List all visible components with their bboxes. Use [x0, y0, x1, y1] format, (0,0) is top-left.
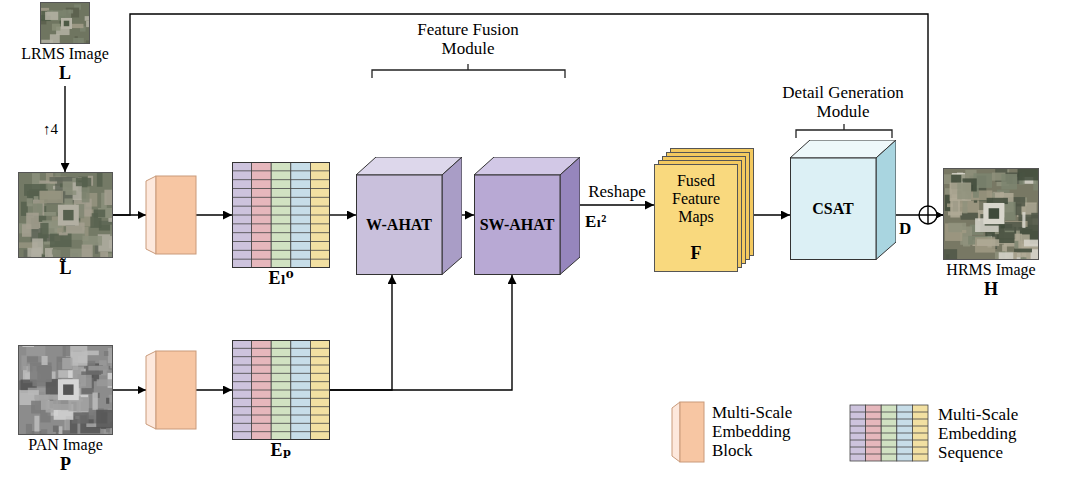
text-label: Feature Fusion Module [403, 20, 533, 58]
block-name: CSAT [812, 200, 854, 218]
transformer-block: SW-AHAT [474, 157, 580, 275]
connector [580, 204, 654, 205]
text-label: Eₗ² [585, 212, 606, 231]
block-name: Fused Feature Maps [657, 172, 735, 226]
legend-sequence-sample [850, 405, 928, 461]
symbol-label: L̃ [18, 258, 113, 279]
connector [64, 86, 65, 172]
image-panel: L̃ [18, 172, 113, 279]
image-panel: PAN ImageP [18, 345, 113, 475]
legend-text: Multi-Scale Embedding Block [712, 403, 812, 460]
block-name: W-AHAT [366, 216, 432, 234]
embedding-block [138, 176, 196, 254]
symbol-label: F [691, 243, 702, 264]
image-picture [40, 2, 90, 44]
sequence-grid [232, 162, 330, 268]
connector [330, 275, 512, 390]
block-name: SW-AHAT [480, 216, 555, 234]
connector [330, 275, 392, 390]
symbol-label: L [12, 63, 118, 84]
edge-label: D [899, 219, 911, 238]
legend-block-sample [672, 402, 704, 462]
transformer-block: CSAT [790, 140, 896, 260]
embedding-sequence: Eₗ⁰ [232, 162, 330, 289]
symbol-label: Eₚ [232, 440, 330, 461]
text-label: Detail Generation Module [768, 83, 918, 121]
symbol-label: Eₗ⁰ [232, 268, 330, 289]
image-picture [18, 345, 113, 435]
feature-maps-stack: Fused Feature MapsF [654, 148, 754, 272]
module-bracket [372, 64, 565, 78]
connector [330, 214, 356, 215]
image-caption: HRMS Image [936, 260, 1046, 279]
sequence-grid [232, 340, 330, 440]
edge-label: Reshape [588, 182, 646, 201]
image-caption: PAN Image [18, 435, 113, 454]
embedding-block [138, 351, 196, 429]
image-panel: LRMS ImageL [12, 2, 118, 84]
sum-symbol [919, 206, 937, 224]
connector [462, 214, 474, 215]
embedding-sequence: Eₚ [232, 340, 330, 461]
module-bracket [796, 124, 892, 138]
symbol-label: H [936, 279, 1046, 300]
image-caption: LRMS Image [12, 44, 118, 63]
image-picture [943, 168, 1039, 260]
symbol-label: P [18, 454, 113, 475]
connector [754, 214, 790, 215]
image-picture [18, 172, 113, 258]
transformer-block: W-AHAT [356, 157, 462, 275]
image-panel: HRMS ImageH [936, 168, 1046, 300]
legend-text: Multi-Scale Embedding Sequence [938, 405, 1050, 462]
edge-label: ↑4 [43, 120, 58, 139]
